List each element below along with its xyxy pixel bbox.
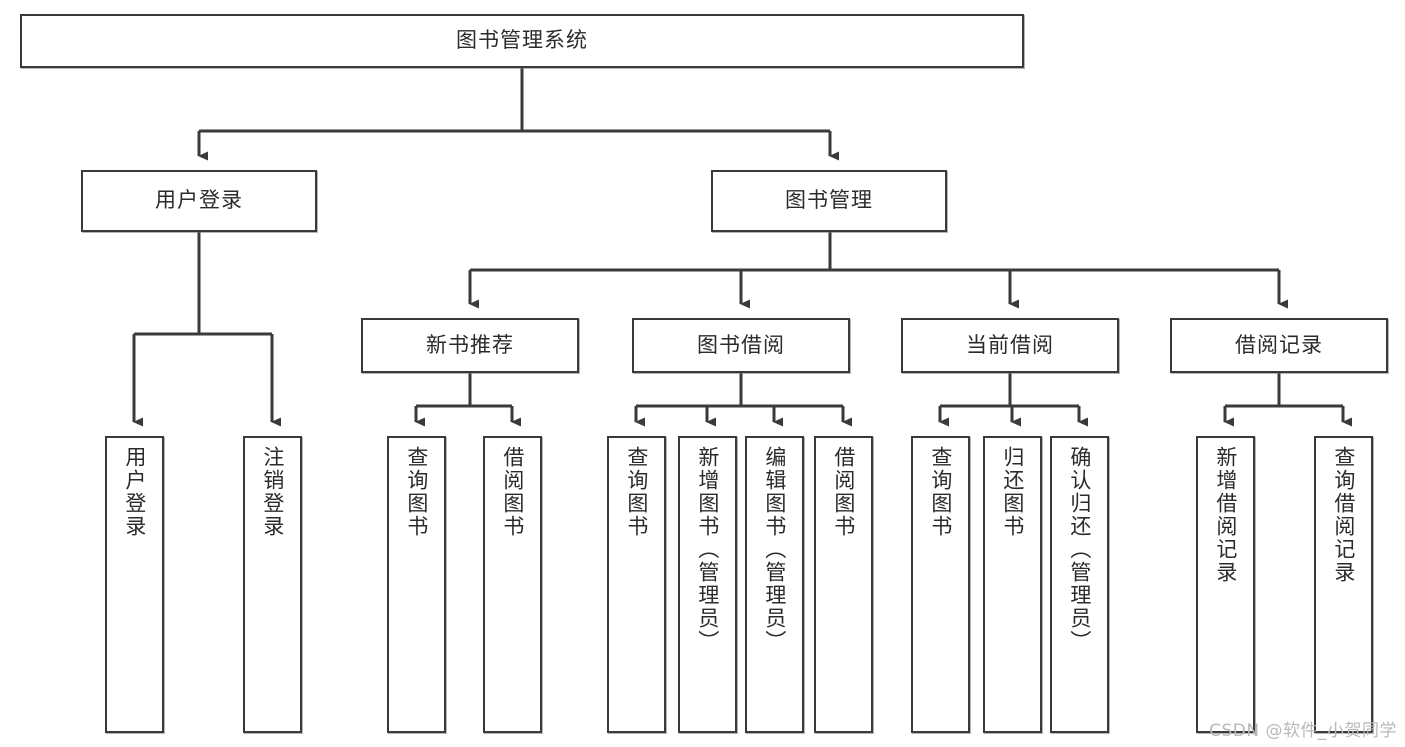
node-root-label: 图书管理系统 [456, 28, 588, 53]
csdn-watermark: CSDN @软件_小贺同学 [1209, 721, 1397, 741]
leaf-node-label: 查询图书 [404, 446, 429, 538]
leaf-node[interactable]: 归还图书 [983, 436, 1042, 733]
node-book-borrow-label: 图书借阅 [697, 332, 785, 357]
leaf-node-label: 新增借阅记录 [1213, 446, 1238, 584]
leaf-node-label: 新增图书（管理员） [695, 446, 720, 653]
leaf-node[interactable]: 借阅图书 [814, 436, 873, 733]
leaf-node[interactable]: 查询图书 [607, 436, 666, 733]
leaf-node[interactable]: 用户登录 [105, 436, 164, 733]
leaf-node-label: 用户登录 [122, 446, 147, 538]
leaf-node[interactable]: 查询借阅记录 [1314, 436, 1373, 733]
node-borrow-record[interactable]: 借阅记录 [1170, 318, 1388, 373]
leaf-node-label: 查询借阅记录 [1331, 446, 1356, 584]
leaf-node[interactable]: 查询图书 [911, 436, 970, 733]
leaf-node-label: 编辑图书（管理员） [762, 446, 787, 653]
node-new-book-recommend-label: 新书推荐 [426, 332, 514, 357]
leaf-node-label: 注销登录 [260, 446, 285, 538]
leaf-node[interactable]: 查询图书 [387, 436, 446, 733]
leaf-node[interactable]: 借阅图书 [483, 436, 542, 733]
node-current-borrow-label: 当前借阅 [966, 332, 1054, 357]
node-book-management-label: 图书管理 [785, 188, 873, 213]
leaf-node-label: 查询图书 [928, 446, 953, 538]
leaf-node[interactable]: 编辑图书（管理员） [745, 436, 804, 733]
leaf-node-label: 查询图书 [624, 446, 649, 538]
node-current-borrow[interactable]: 当前借阅 [901, 318, 1119, 373]
node-root[interactable]: 图书管理系统 [20, 14, 1024, 68]
leaf-node-label: 归还图书 [1000, 446, 1025, 538]
leaf-node-label: 借阅图书 [500, 446, 525, 538]
leaf-node[interactable]: 注销登录 [243, 436, 302, 733]
leaf-node-label: 确认归还（管理员） [1067, 446, 1092, 653]
node-book-management[interactable]: 图书管理 [711, 170, 947, 232]
node-user-login[interactable]: 用户登录 [81, 170, 317, 232]
node-user-login-label: 用户登录 [155, 188, 243, 213]
leaf-node-label: 借阅图书 [831, 446, 856, 538]
node-book-borrow[interactable]: 图书借阅 [632, 318, 850, 373]
node-borrow-record-label: 借阅记录 [1235, 332, 1323, 357]
leaf-node[interactable]: 新增图书（管理员） [678, 436, 737, 733]
leaf-node[interactable]: 新增借阅记录 [1196, 436, 1255, 733]
leaf-node[interactable]: 确认归还（管理员） [1050, 436, 1109, 733]
node-new-book-recommend[interactable]: 新书推荐 [361, 318, 579, 373]
